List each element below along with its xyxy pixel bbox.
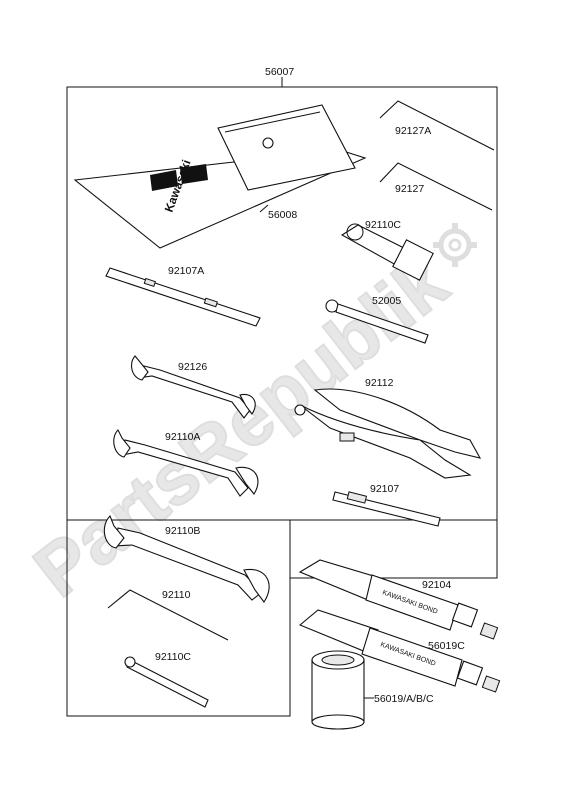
- label-handle-bar: 92110C: [155, 651, 191, 663]
- label-pouch: 56008: [268, 209, 297, 221]
- pliers-92112: [294, 388, 482, 479]
- bond-can: [311, 650, 365, 730]
- hex-key-92127: [379, 162, 493, 211]
- tool-pouch: Kawasaki: [73, 104, 367, 249]
- wrench-92110b: [103, 515, 270, 603]
- label-wrench-2: 92110A: [165, 431, 200, 443]
- kit-frame: [66, 86, 498, 717]
- hex-key-92110: [107, 589, 229, 641]
- hex-key-92127a: [379, 100, 495, 151]
- handle-bar: [124, 656, 209, 708]
- label-kit: 56007: [265, 66, 294, 78]
- screwdriver-92107: [332, 491, 441, 527]
- label-hex: 92127: [395, 183, 424, 195]
- label-screwdriver: 92107: [370, 483, 399, 495]
- label-pliers: 92112: [365, 377, 394, 389]
- extension-52005: [325, 299, 429, 344]
- bond-tube-1: KAWASAKI BOND: [298, 559, 499, 640]
- label-extension: 52005: [372, 295, 401, 307]
- label-screwdriver-a: 92107A: [168, 265, 204, 277]
- plug-wrench: [340, 223, 434, 281]
- label-hex-key: 92110: [162, 589, 191, 601]
- label-hex-a: 92127A: [395, 125, 431, 137]
- gear-icon: [433, 223, 477, 267]
- label-bond-tube: 92104: [422, 579, 451, 591]
- bond-tube-2: KAWASAKI BOND: [298, 609, 501, 693]
- wrench-92126: [130, 355, 256, 419]
- wrench-92110a: [113, 429, 259, 497]
- label-wrench-3: 92110B: [165, 525, 200, 537]
- label-wrench-1: 92126: [178, 361, 207, 373]
- label-plug-wrench: 92110C: [365, 219, 401, 231]
- label-bond-cap: 56019C: [428, 640, 465, 652]
- screwdriver-92107a: [105, 267, 261, 327]
- label-bond-can: 56019/A/B/C: [374, 693, 434, 705]
